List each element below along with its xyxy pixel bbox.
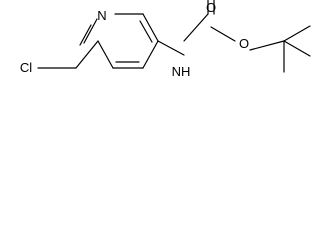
- bond-tbu-methyl-2: [283, 40, 311, 57]
- atom-label-o-ester: O: [239, 36, 249, 51]
- atom-label-n-ring: N: [97, 8, 106, 23]
- atom-label-nh: NH: [172, 64, 191, 79]
- bond-c5-nh: [157, 40, 185, 56]
- bond-n-c2-double: [79, 24, 92, 46]
- chemical-structure-diagram: N Cl NH O O: [20, 0, 311, 79]
- bond-nh-carbonyl-carbon: [183, 13, 209, 42]
- bond-tbu-methyl-1: [283, 25, 311, 42]
- bond-n-c2: [83, 18, 98, 44]
- bond-c2-ch2: [75, 40, 99, 69]
- bond-c6-c5-double: [139, 20, 153, 43]
- atom-label-o-carbonyl: O: [206, 0, 216, 15]
- bond-ester-o-quaternary-c: [249, 40, 285, 51]
- bond-c5-c4: [142, 40, 159, 69]
- atom-label-cl: Cl: [20, 60, 32, 75]
- bond-c6-c5: [142, 13, 159, 42]
- bond-c3-c2: [97, 40, 114, 69]
- bond-carbonyl-ester-o: [210, 26, 236, 42]
